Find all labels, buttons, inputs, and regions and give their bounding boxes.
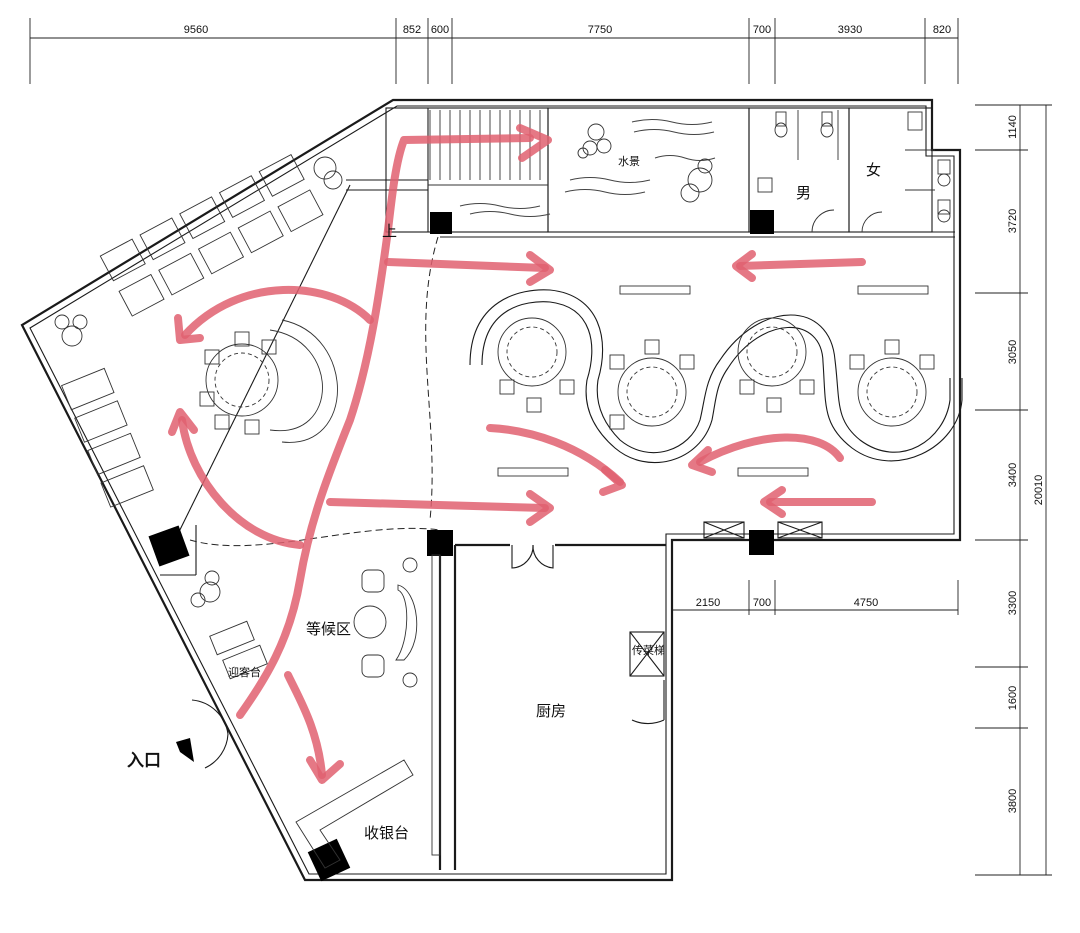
dim-top-2: 852 [403,24,421,36]
circulation-flow [168,124,876,784]
flow-branch-dining-mid [326,498,549,512]
room-labels: 水景 男 女 上 等候区 迎客台 入口 收银台 厨房 传菜梯 [127,155,881,842]
plants [54,156,418,688]
toilet-fixtures [757,110,951,233]
dim-inner-3: 4750 [854,597,878,609]
dim-top-5: 700 [753,24,771,36]
flow-main-spine [236,134,534,719]
flow-dining-inner-left [486,424,624,486]
flow-arrow-left-lower [168,408,198,436]
flow-arrow-dining-inner-left [599,466,626,496]
zone-dashed-lines [189,236,441,547]
label-women: 女 [866,161,881,179]
flow-arrow-cashier [306,756,344,784]
label-entrance: 入口 [127,751,161,771]
label-reception: 迎客台 [228,665,261,679]
dim-right-4: 3400 [1007,463,1019,487]
top-dimension-chain: 9560 852 600 7750 700 3930 820 [29,18,959,84]
dim-right-3: 3050 [1007,340,1019,364]
flow-arrow-return-bottom [760,486,786,518]
chairs [199,331,935,435]
dim-right-6: 1600 [1007,686,1019,710]
left-lower-seating [61,367,154,508]
left-seating [99,154,324,317]
dim-inner-2: 700 [753,597,771,609]
service-counters [497,285,929,477]
label-men: 男 [796,184,811,202]
flow-branch-left-loop [181,286,374,339]
label-stairs-up: 上 [382,222,397,240]
dim-right-1: 1140 [1007,115,1019,139]
flow-arrow-left-loop [174,314,204,344]
label-cashier: 收银台 [364,824,409,842]
dim-right-7: 3800 [1007,789,1019,813]
dim-top-4: 7750 [588,24,612,36]
booth-loops [469,289,963,464]
stair-treads [428,110,548,186]
flow-branch-cashier [284,671,326,779]
cashier-counter [295,759,414,869]
round-tables [205,317,927,639]
flow-return-top [736,258,866,270]
inner-dimension-chain: 2150 700 4750 [671,580,959,615]
flow-arrow-water [516,124,552,162]
dim-top-1: 9560 [184,24,208,36]
flow-dining-inner-right [696,433,844,466]
label-water-feature: 水景 [618,155,640,168]
dim-inner-1: 2150 [696,597,720,609]
entrance-arrow-icon [176,738,194,762]
flow-arrow-dining-mid [526,490,554,526]
water-feature [459,119,716,217]
columns [148,210,774,882]
flow-arrow-return-top [732,250,756,282]
dim-right-5: 3300 [1007,591,1019,615]
flow-branch-left-lower [178,416,304,549]
waiting-lounge-furniture [209,554,441,856]
right-dimension-chain: 1140 3720 3050 3400 3300 1600 3800 20010 [975,104,1052,876]
dim-top-6: 3930 [838,24,862,36]
flow-arrow-dining-top [526,251,554,286]
dim-top-3: 600 [431,24,449,36]
label-kitchen: 厨房 [536,702,566,720]
interior-walls [160,107,955,870]
dim-top-7: 820 [933,24,951,36]
label-waiting-area: 等候区 [306,620,351,638]
dim-right-2: 3720 [1007,209,1019,233]
flow-branch-dining-top [384,258,549,272]
label-dish-lift: 传菜梯 [632,644,665,657]
outer-walls [20,98,962,882]
dim-right-total: 20010 [1033,475,1045,506]
flow-arrow-dining-inner-right [688,446,716,476]
